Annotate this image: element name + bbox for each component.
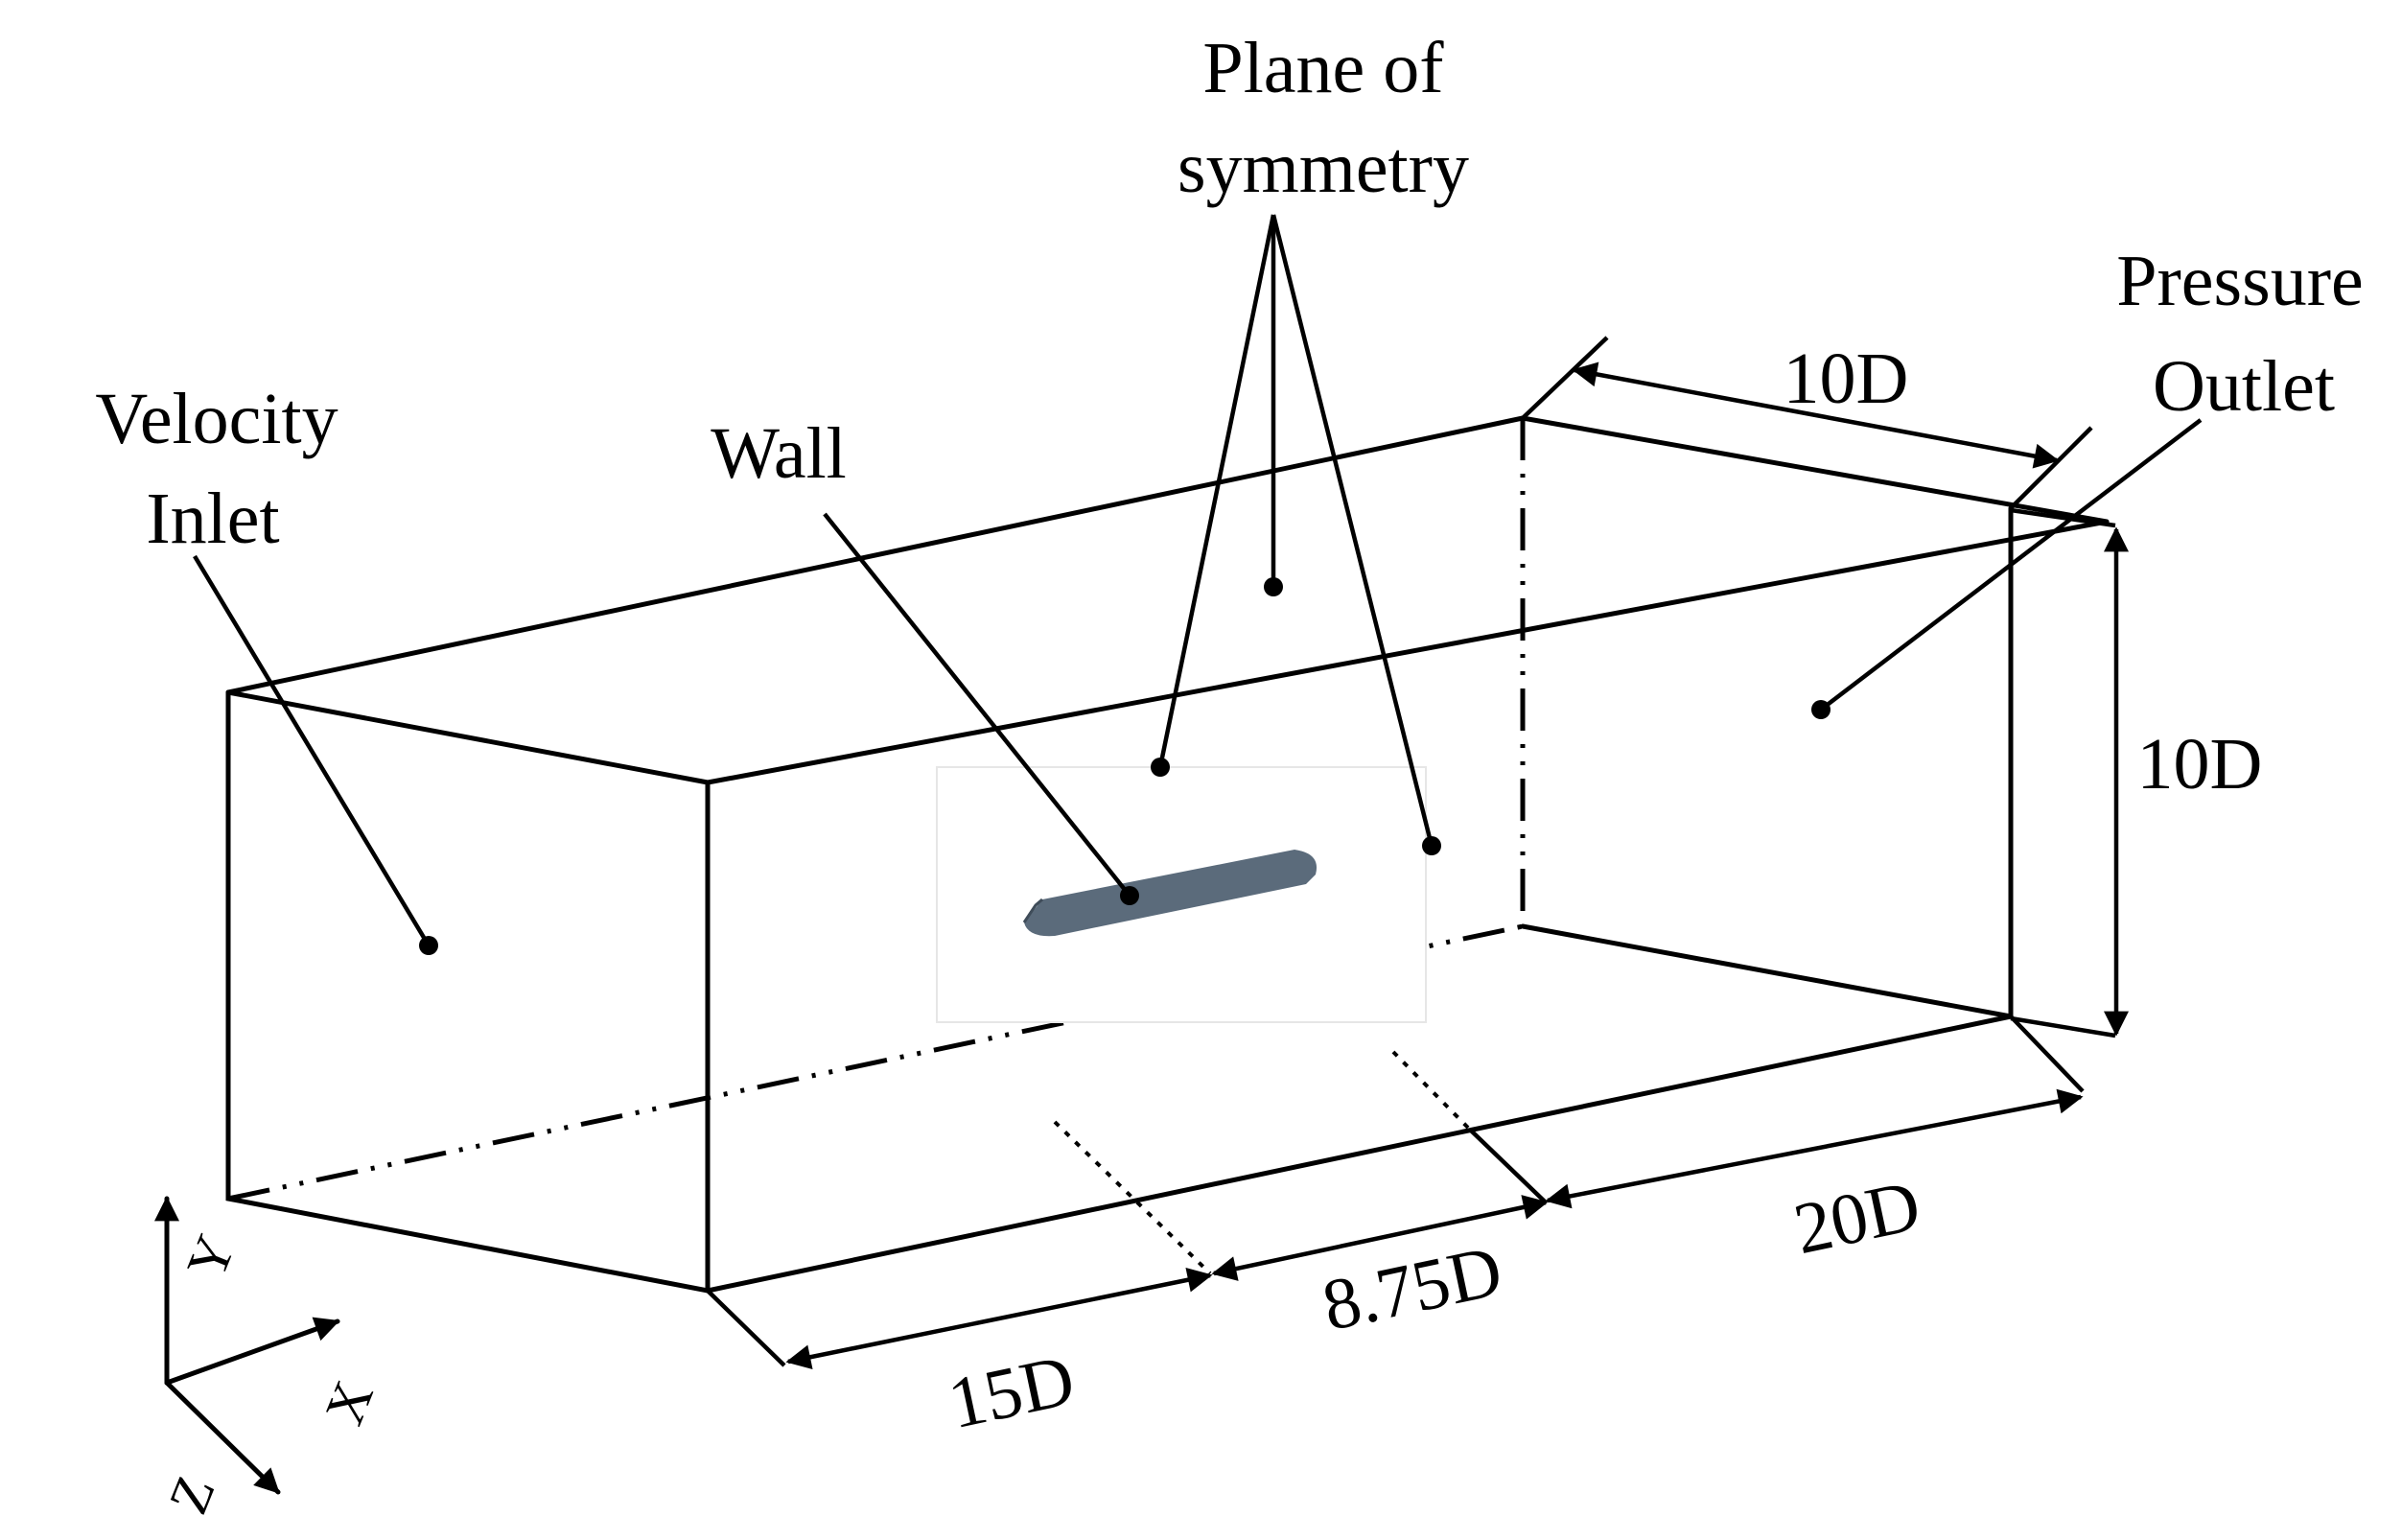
leaders xyxy=(193,214,2203,955)
velocity-inlet-label-line2: Inlet xyxy=(146,478,279,559)
cylinder-back-ext xyxy=(1468,1128,1548,1204)
top-front-edge xyxy=(705,519,2110,785)
x-axis-label: X xyxy=(313,1372,385,1433)
outlet-bottom-back-edge xyxy=(1520,923,2014,1019)
pressure-outlet-label-line1: Pressure xyxy=(2116,241,2364,321)
height-ext-top xyxy=(2010,507,2116,528)
z-axis-arrow xyxy=(164,1380,281,1495)
velocity-inlet-label-line1: Velocity xyxy=(95,379,338,459)
labels: Plane of symmetry Velocity Inlet Wall Pr… xyxy=(95,28,2363,1444)
z-axis-label: Z xyxy=(156,1467,227,1522)
height-dim-label: 10D xyxy=(2137,724,2263,805)
inlet-face-outline xyxy=(225,689,711,1295)
x-axis-arrow xyxy=(164,1317,340,1386)
downstream-dim-label: 20D xyxy=(1787,1165,1926,1270)
symmetry-leader-back xyxy=(1271,214,1434,847)
coordinate-axes: Y X Z xyxy=(154,1196,385,1522)
top-width-dim-label: 10D xyxy=(1784,338,1909,419)
top-back-edge xyxy=(225,415,1526,695)
outlet-leader xyxy=(1819,418,2203,712)
symmetry-leader-front xyxy=(1157,214,1276,768)
bottom-front-edge xyxy=(705,1014,2014,1294)
cylinder-inset xyxy=(936,766,1427,1023)
cylinder xyxy=(1022,850,1318,937)
pressure-outlet-label-line2: Outlet xyxy=(2153,346,2335,427)
top-width-ext-left xyxy=(1521,336,1609,420)
span-dim-line xyxy=(1211,1195,1549,1281)
upstream-dim-label: 15D xyxy=(942,1340,1081,1444)
height-ext-bottom xyxy=(2010,1015,2116,1038)
symmetry-point-back xyxy=(1422,836,1441,855)
inlet-leader xyxy=(193,554,431,947)
top-width-ext-right xyxy=(2009,426,2093,510)
wall-label: Wall xyxy=(711,413,847,494)
inlet-point xyxy=(419,936,438,955)
top-outlet-edge xyxy=(1520,415,2110,525)
symmetry-point-front xyxy=(1151,758,1170,777)
plane-of-symmetry-label-line1: Plane of xyxy=(1202,28,1444,108)
outlet-point xyxy=(1811,700,1831,719)
symmetry-point-top xyxy=(1264,577,1283,596)
bottom-ext-left xyxy=(706,1289,786,1367)
plane-of-symmetry-label-line2: symmetry xyxy=(1178,128,1469,208)
bottom-ext-right xyxy=(2009,1015,2085,1093)
cylinder-front-proj xyxy=(1053,1120,1212,1275)
downstream-dim-line xyxy=(1545,1088,2084,1209)
upstream-dim-line xyxy=(785,1267,1213,1370)
y-axis-label: Y xyxy=(175,1226,247,1287)
top-width-dim-line xyxy=(1572,362,2060,469)
cylinder-back-proj xyxy=(1391,1050,1472,1132)
wall-point xyxy=(1120,886,1139,905)
wall-leader xyxy=(823,512,1131,898)
dimensions xyxy=(706,336,2129,1370)
